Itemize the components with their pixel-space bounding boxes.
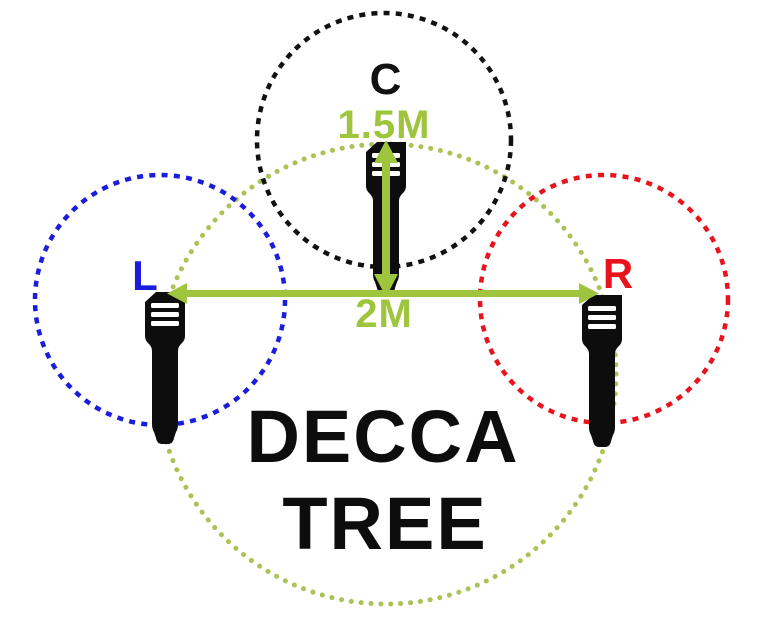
diagram-title-line2: TREE bbox=[282, 482, 488, 565]
left-right-spacing-arrow bbox=[167, 283, 599, 304]
center-spacing-arrow bbox=[374, 140, 398, 297]
center-spacing-value: 1.5M bbox=[337, 103, 431, 147]
arrowhead-up-icon bbox=[374, 140, 398, 163]
left-mic-icon bbox=[145, 292, 185, 444]
diagram-title-line1: DECCA bbox=[246, 395, 520, 478]
center-mic-label: C bbox=[369, 55, 403, 104]
right-mic-label: R bbox=[602, 250, 634, 297]
left-mic-pickup-circle bbox=[32, 172, 288, 428]
left-right-spacing-value: 2M bbox=[355, 292, 413, 336]
arrowhead-right-icon bbox=[579, 283, 599, 304]
right-mic-pickup-circle bbox=[477, 172, 731, 426]
arrowhead-down-icon bbox=[374, 274, 398, 297]
left-mic-label: L bbox=[132, 252, 158, 299]
arrowhead-left-icon bbox=[167, 283, 187, 304]
